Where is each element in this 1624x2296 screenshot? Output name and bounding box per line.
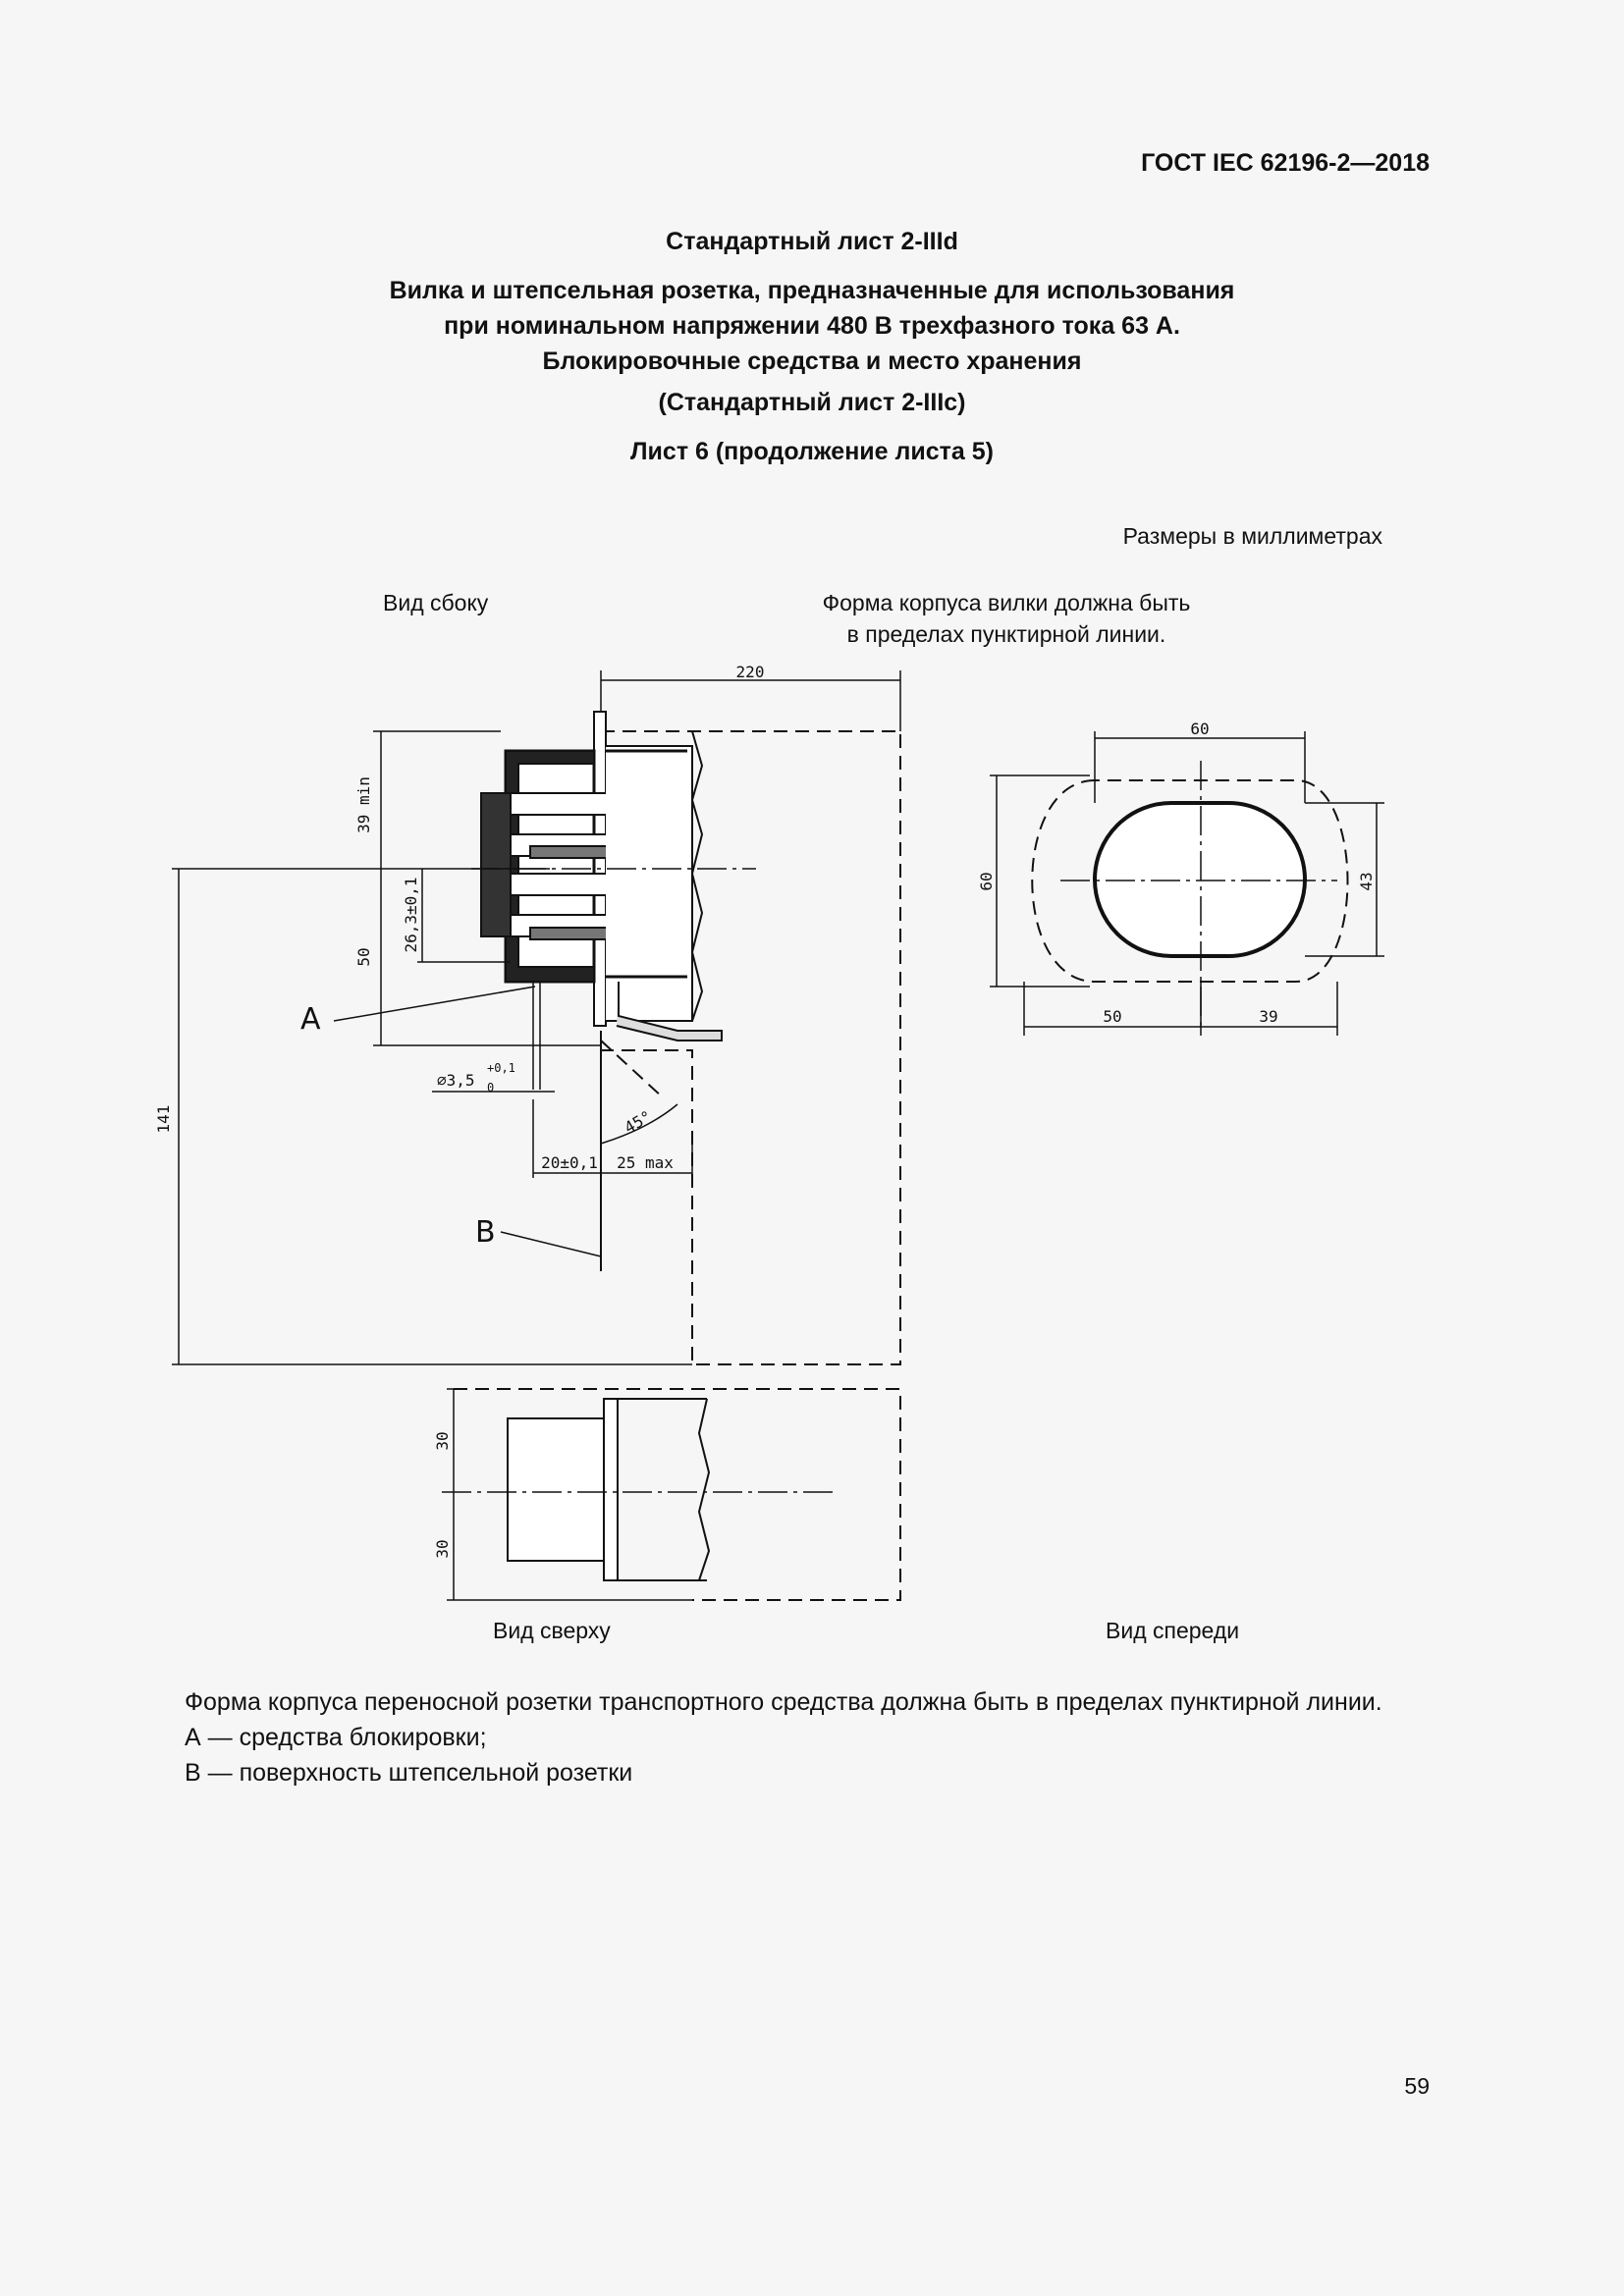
front-dim-50: 50: [1103, 1007, 1121, 1026]
plug-shape-note: Форма корпуса вилки должна быть в предел…: [776, 587, 1237, 650]
side-view-label: Вид сбоку: [383, 590, 489, 615]
dim-angle: 45°: [622, 1107, 656, 1138]
dim-pin-tol-upper: +0,1: [487, 1061, 515, 1075]
main-title-line-3: Блокировочные средства и место хранения: [542, 347, 1082, 375]
front-view-drawing: 60 60 43 50 39: [977, 720, 1384, 1036]
top-view-label: Вид сверху: [493, 1618, 611, 1643]
dim-25-max: 25 max: [617, 1153, 674, 1172]
top-view-drawing: 30 30: [433, 1388, 901, 1601]
main-title-line-2: при номинальном напряжении 480 В трехфаз…: [444, 312, 1180, 340]
dimensions-note: Размеры в миллиметрах: [1122, 523, 1382, 549]
front-dim-60-width: 60: [1190, 720, 1209, 738]
side-view-drawing: 220 39 min 50 26,3±0,1 141 ⌀3,5 +0,1 0 2…: [154, 663, 901, 1365]
dim-pin-tol-lower: 0: [487, 1081, 494, 1095]
document-code: ГОСТ IEC 62196-2—2018: [1141, 149, 1430, 177]
reference-title: (Стандартный лист 2-IIIc): [658, 389, 966, 416]
explanatory-text: Форма корпуса переносной розетки транспо…: [116, 1684, 1430, 1790]
main-title: Вилка и штепсельная розетка, предназначе…: [0, 273, 1624, 379]
dim-50: 50: [354, 947, 373, 966]
dim-20: 20±0,1: [541, 1153, 598, 1172]
letter-a: A: [300, 1002, 321, 1037]
shape-requirement-paragraph: Форма корпуса переносной розетки транспо…: [185, 1688, 1382, 1716]
top-dim-30-upper: 30: [433, 1431, 452, 1450]
sheet-number-title: Лист 6 (продолжение листа 5): [630, 438, 994, 465]
main-title-line-1: Вилка и штепсельная розетка, предназначе…: [389, 277, 1235, 304]
page-number: 59: [1404, 2073, 1430, 2099]
dim-141: 141: [154, 1105, 173, 1134]
dim-220: 220: [736, 663, 765, 681]
top-dim-30-lower: 30: [433, 1539, 452, 1558]
legend-item-a: А — средства блокировки;: [185, 1724, 487, 1751]
plug-shape-note-line-2: в пределах пунктирной линии.: [846, 621, 1166, 647]
dim-pin-diameter: ⌀3,5: [437, 1071, 475, 1090]
dim-39-min: 39 min: [354, 776, 373, 833]
front-dim-39: 39: [1259, 1007, 1277, 1026]
sheet-title: Стандартный лист 2-IIId: [666, 228, 958, 255]
legend-item-b: В — поверхность штепсельной розетки: [185, 1759, 633, 1787]
front-dim-43: 43: [1357, 872, 1376, 890]
dim-26-3: 26,3±0,1: [402, 877, 420, 952]
front-dim-60-height: 60: [977, 872, 996, 890]
plug-shape-note-line-1: Форма корпуса вилки должна быть: [822, 590, 1191, 615]
front-view-label: Вид спереди: [1106, 1618, 1240, 1643]
letter-b: B: [475, 1215, 496, 1250]
